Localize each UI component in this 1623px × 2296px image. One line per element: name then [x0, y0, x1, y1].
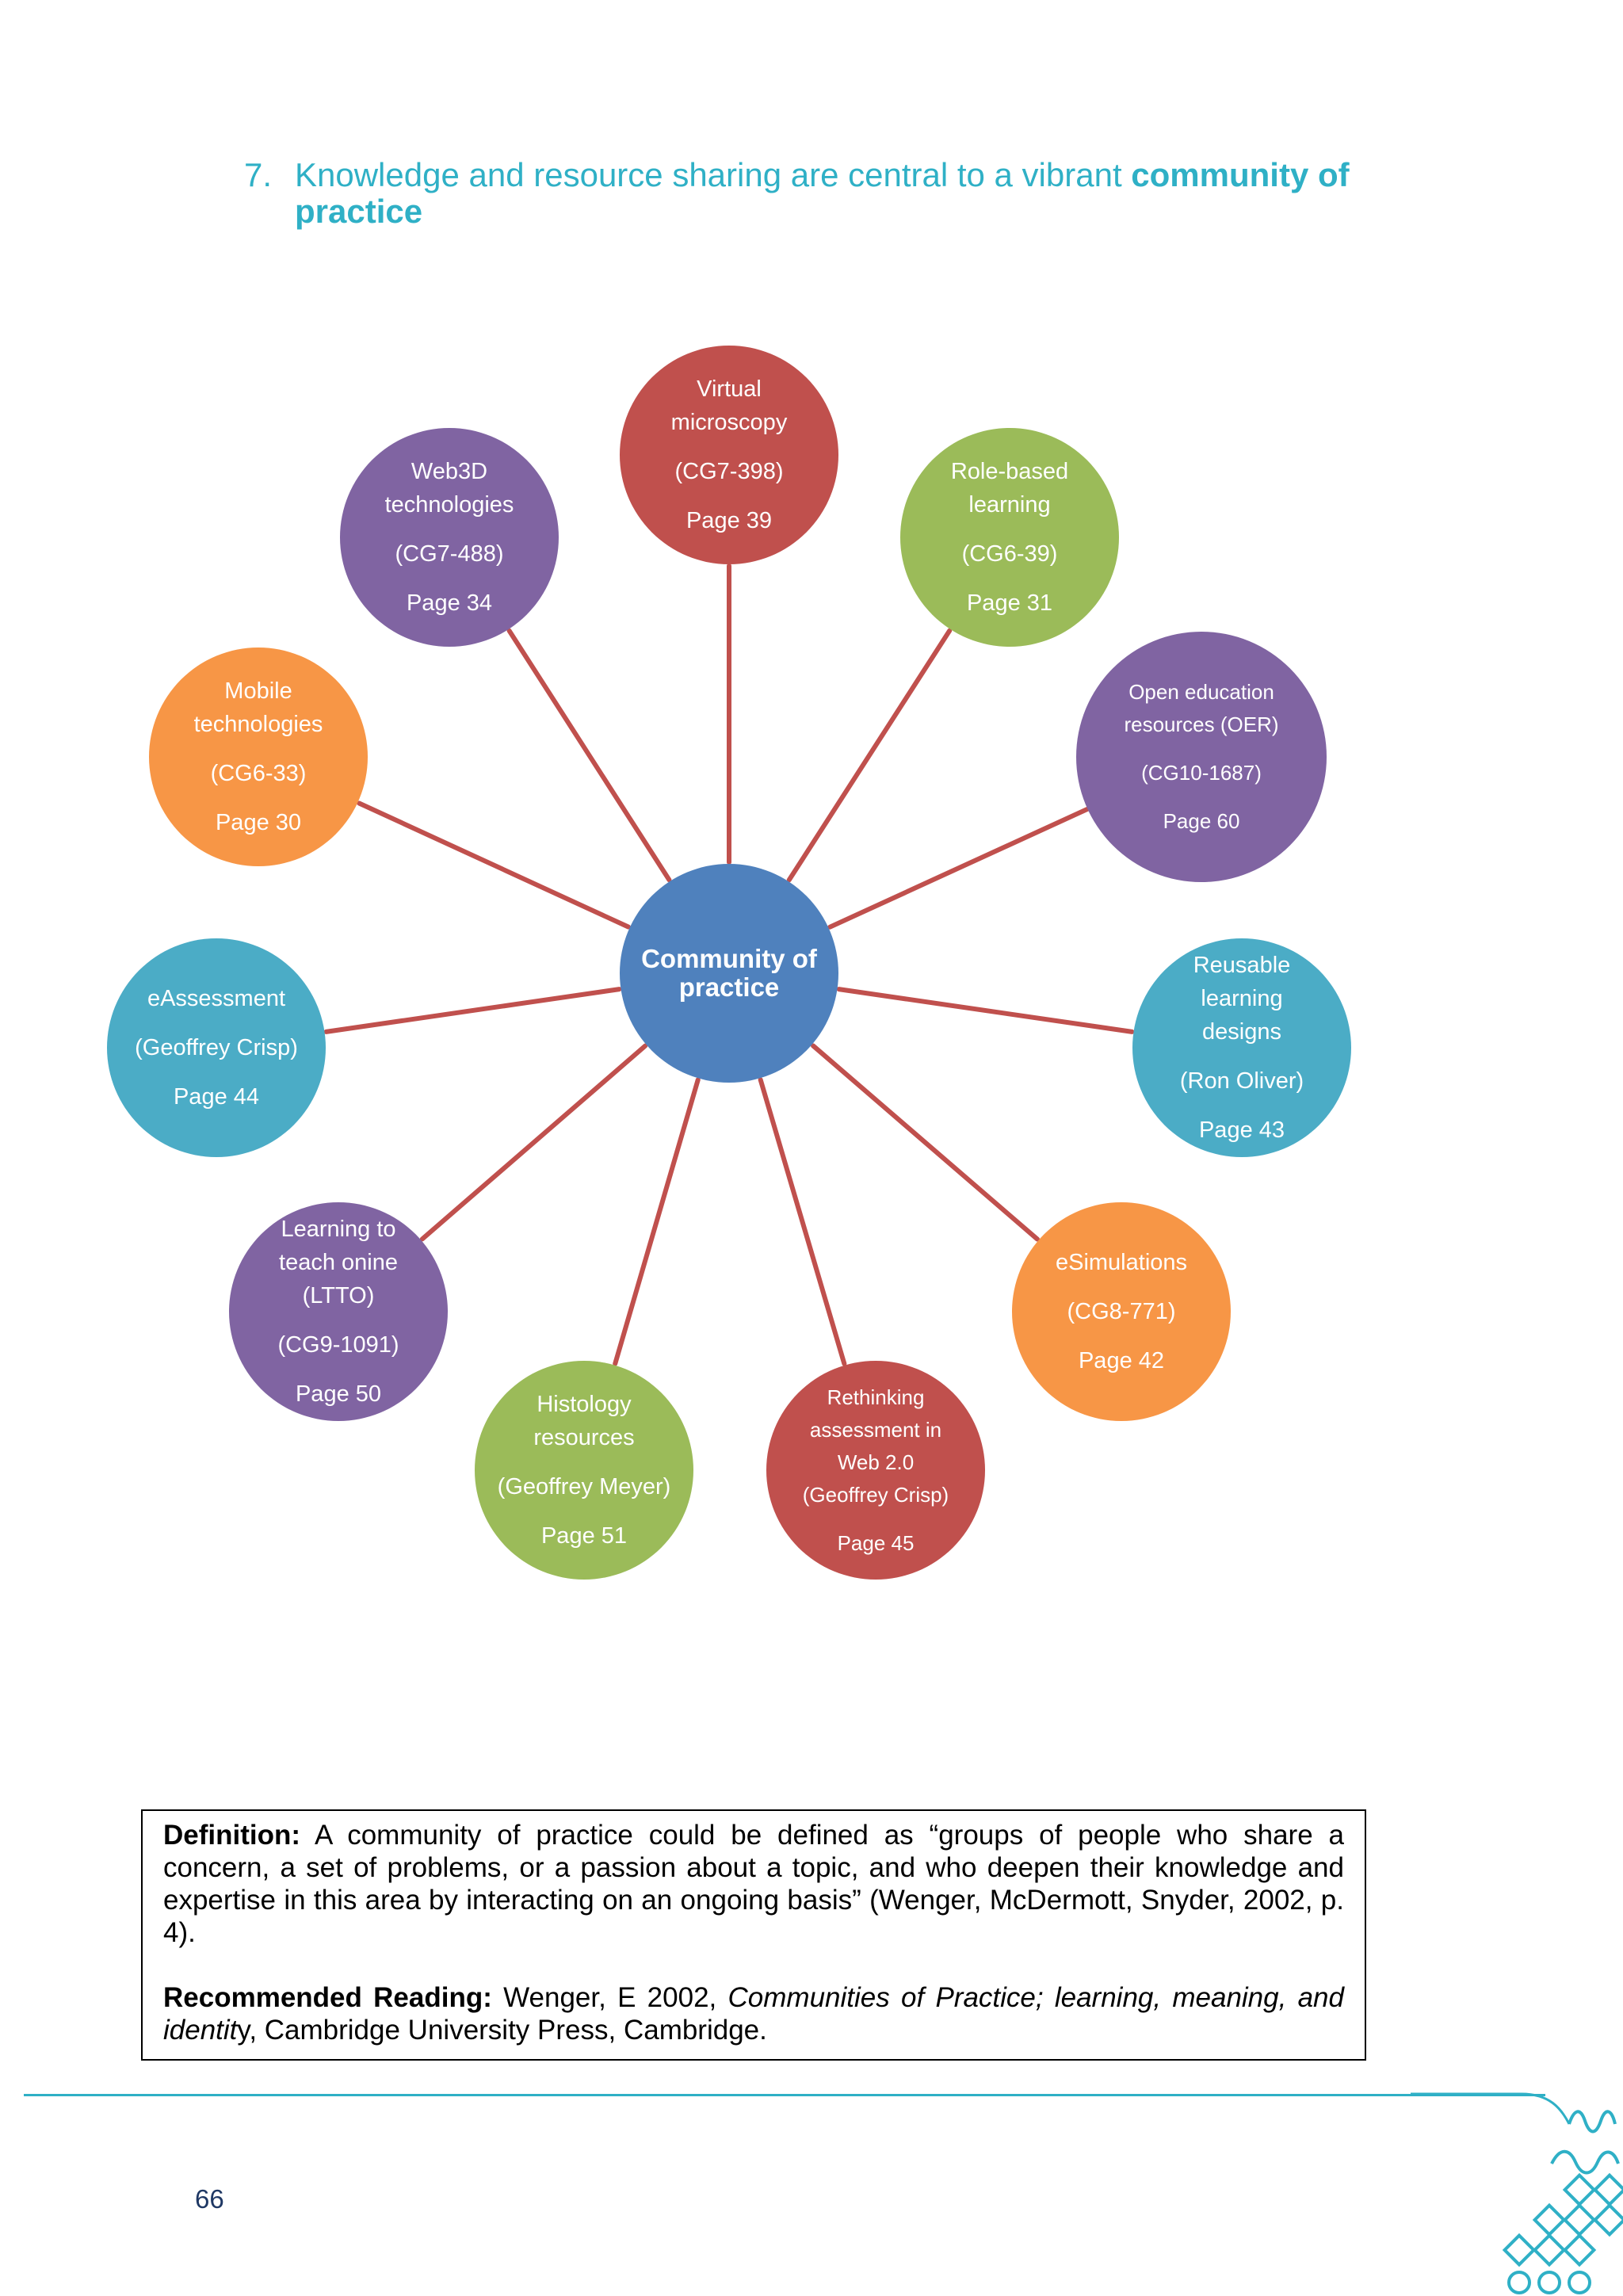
reading-author: Wenger, E 2002, [491, 1982, 728, 2013]
node-title-line: designs [1202, 1019, 1281, 1045]
node-title-line: Histology [537, 1392, 632, 1417]
node-reference: (Geoffrey Meyer) [497, 1474, 671, 1499]
node-reference: (CG9-1091) [277, 1332, 399, 1358]
spoke-web3d-technologies [506, 628, 672, 883]
node-mobile-technologies: Mobile technologies (CG6-33) Page 30 [149, 648, 368, 866]
heading-text-bold: community of practice [295, 156, 1350, 230]
node-open-education-resources: Open education resources (OER) (CG10-1687)… [1076, 632, 1327, 882]
node-virtual-microscopy: Virtual microscopy (CG7-398) Page 39 [620, 346, 838, 564]
node-title-line: (LTTO) [302, 1283, 375, 1308]
definition-box: Definition: A community of practice coul… [141, 1809, 1366, 2061]
reading-title-tail: y [237, 2015, 250, 2046]
node-title-line: resources [533, 1425, 635, 1450]
page-number: 66 [195, 2184, 224, 2214]
node-page: Page 45 [837, 1530, 915, 1555]
center-node-label: Community of practice [641, 944, 817, 1002]
node-title-line: Virtual [697, 376, 762, 402]
node-page: Page 42 [1078, 1348, 1165, 1373]
node-title-line: microscopy [670, 410, 788, 435]
node-title-line: Web3D [411, 459, 488, 484]
node-page: Page 31 [966, 590, 1053, 616]
node-title-line: technologies [193, 712, 323, 737]
definition-text: A community of practice could be defined… [163, 1820, 1344, 1948]
node-web3d-technologies: Web3D technologies (CG7-488) Page 34 [340, 428, 559, 647]
node-title-line: Reusable [1193, 953, 1291, 978]
node-page: Page 30 [215, 810, 302, 835]
recommended-reading-label: Recommended Reading: [163, 1982, 492, 2013]
node-title-line: eSimulations [1055, 1250, 1188, 1275]
node-title-line: eAssessment [147, 986, 286, 1011]
spoke-role-based-learning [786, 628, 953, 883]
node-title-line: Role-based [950, 459, 1069, 484]
reading-publisher: , Cambridge University Press, Cambridge. [249, 2015, 767, 2046]
definition-paragraph: Definition: A community of practice coul… [163, 1819, 1344, 1949]
spoke-esimulations [811, 1043, 1040, 1242]
decorative-wave-pattern-icon [1411, 2092, 1623, 2294]
node-reusable-learning-designs: Reusable learning designs (Ron Oliver) Page … [1132, 938, 1351, 1157]
node-rethinking-assessment: Rethinking assessment in Web 2.0 (Geoffrey … [766, 1361, 985, 1580]
node-reference: (CG6-39) [961, 541, 1058, 567]
node-page: Page 51 [540, 1523, 628, 1549]
node-reference: (Ron Oliver) [1179, 1068, 1304, 1094]
heading-number: 7. [244, 156, 273, 193]
heading-text: Knowledge and resource sharing are centr… [295, 157, 1417, 230]
reading-title: Communities of Practice; learning, meani… [163, 1982, 1344, 2046]
node-eassessment: eAssessment (Geoffrey Crisp) Page 44 [107, 938, 326, 1157]
section-heading: 7. Knowledge and resource sharing are ce… [244, 157, 1417, 230]
node-page: Page 34 [406, 590, 493, 616]
node-learning-to-teach-online: Learning to teach onine (LTTO) (CG9-1091) Pa… [229, 1202, 448, 1421]
spoke-histology-resources [613, 1077, 701, 1366]
node-reference: (CG7-488) [395, 541, 504, 567]
node-title-line: assessment in [809, 1417, 942, 1442]
spoke-open-education-resources [827, 800, 1103, 930]
node-title-line: resources (OER) [1124, 712, 1279, 736]
node-title-line: Web 2.0 [837, 1450, 915, 1474]
heading-text-plain: Knowledge and resource sharing are centr… [295, 156, 1132, 193]
node-title-line: Mobile [224, 678, 292, 704]
spoke-rethinking-assessment [758, 1077, 847, 1366]
node-title-line: teach onine [279, 1250, 398, 1275]
node-title-line: Rethinking [827, 1385, 925, 1409]
diagram-spokes [323, 563, 1135, 1366]
spoke-mobile-technologies [357, 800, 631, 930]
footer-rule [24, 2094, 1545, 2096]
node-reference: (Geoffrey Crisp) [135, 1035, 298, 1060]
node-reference: (CG8-771) [1067, 1299, 1176, 1324]
spoke-learning-to-teach-online [419, 1043, 648, 1242]
center-node: Community of practice [620, 864, 838, 1083]
node-title-line: Open education [1128, 680, 1274, 704]
node-title-line: learning [968, 492, 1051, 518]
node-page: Page 50 [295, 1381, 382, 1407]
definition-label: Definition: [163, 1820, 301, 1851]
node-role-based-learning: Role-based learning (CG6-39) Page 31 [900, 428, 1119, 647]
node-histology-resources: Histology resources (Geoffrey Meyer) Page 5… [475, 1361, 693, 1580]
community-of-practice-diagram: Community of practice Virtual microscopy (C… [107, 346, 1351, 1580]
node-page: Page 60 [1163, 809, 1240, 833]
recommended-reading-paragraph: Recommended Reading: Wenger, E 2002, Com… [163, 1981, 1344, 2046]
node-title-line: (Geoffrey Crisp) [802, 1482, 949, 1507]
node-page: Page 44 [173, 1084, 260, 1110]
node-page: Page 39 [685, 508, 773, 533]
spoke-eassessment [323, 987, 622, 1034]
spoke-reusable-learning-designs [836, 987, 1135, 1034]
node-title-line: learning [1201, 986, 1283, 1011]
node-title-line: Learning to [281, 1217, 396, 1242]
node-page: Page 43 [1198, 1117, 1285, 1143]
node-reference: (CG6-33) [210, 761, 307, 786]
node-title-line: technologies [384, 492, 514, 518]
node-esimulations: eSimulations (CG8-771) Page 42 [1012, 1202, 1231, 1421]
node-reference: (CG10-1687) [1141, 761, 1262, 785]
node-reference: (CG7-398) [674, 459, 784, 484]
